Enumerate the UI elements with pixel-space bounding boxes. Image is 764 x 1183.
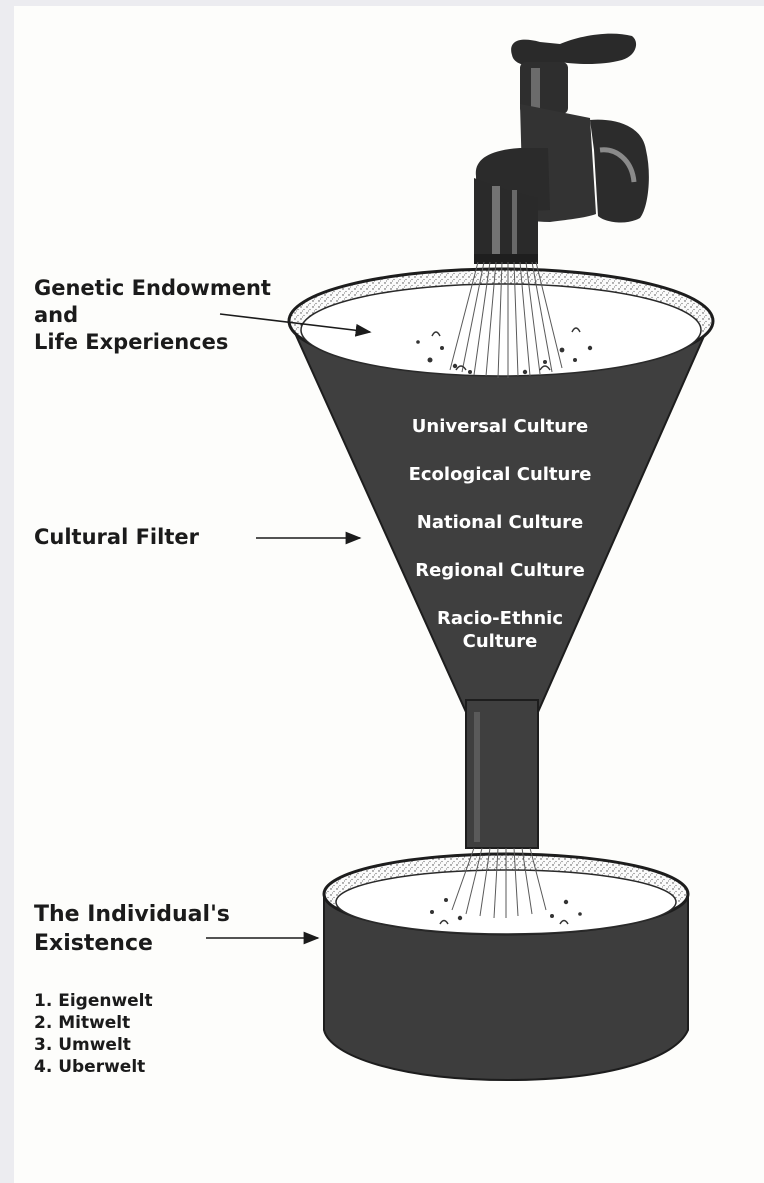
- faucet-icon: [474, 33, 649, 264]
- individual-label-line-1: The Individual's: [34, 902, 230, 927]
- world-item-mitwelt: 2. Mitwelt: [34, 1013, 131, 1033]
- layer-racio-ethnic-culture: Racio-Ethnic Culture: [384, 607, 616, 653]
- genetic-label-line-3: Life Experiences: [34, 330, 229, 354]
- world-item-umwelt: 3. Umwelt: [34, 1035, 131, 1055]
- individual-label-line-2: Existence: [34, 931, 153, 956]
- world-item-eigenwelt: 1. Eigenwelt: [34, 991, 153, 1011]
- genetic-label-line-2: and: [34, 303, 79, 327]
- water-splash-lower: [430, 898, 582, 925]
- layer-national-culture: National Culture: [416, 512, 584, 533]
- layer-ecological-culture: Ecological Culture: [408, 464, 592, 485]
- layer-regional-culture: Regional Culture: [415, 560, 585, 581]
- funnel: [287, 267, 715, 849]
- worlds-list: 1. Eigenwelt 2. Mitwelt 3. Umwelt 4. Ube…: [34, 990, 153, 1078]
- layer-universal-culture: Universal Culture: [411, 416, 589, 437]
- genetic-endowment-label: Genetic Endowment and Life Experiences: [34, 275, 271, 356]
- water-stream-upper: [449, 261, 563, 379]
- genetic-label-line-1: Genetic Endowment: [34, 276, 271, 300]
- world-item-uberwelt: 4. Uberwelt: [34, 1057, 146, 1077]
- racio-ethnic-line-2: Culture: [462, 631, 538, 652]
- water-splash-upper: [416, 327, 593, 375]
- water-stream-lower: [451, 847, 547, 919]
- racio-ethnic-line-1: Racio-Ethnic: [436, 608, 564, 629]
- genetic-arrow: [219, 313, 372, 337]
- individual-existence-label: The Individual's Existence: [34, 900, 230, 958]
- bucket: [322, 852, 690, 1082]
- cultural-filter-label: Cultural Filter: [34, 525, 199, 549]
